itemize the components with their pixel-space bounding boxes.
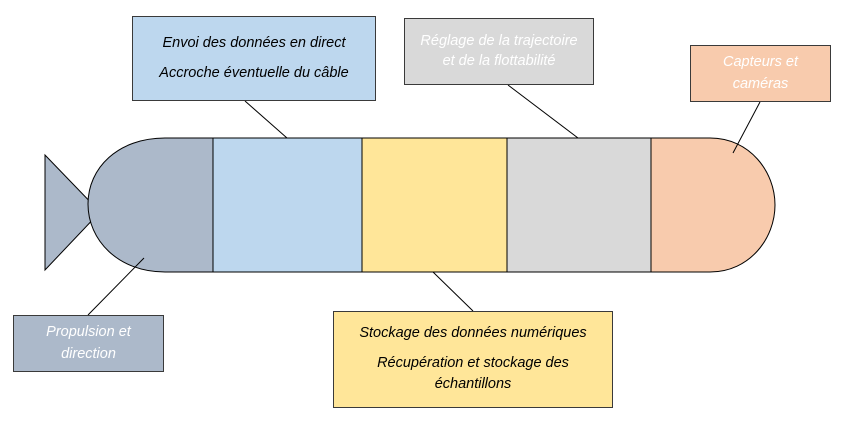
label-communication-line2: Accroche éventuelle du câble — [159, 64, 349, 81]
label-storage: Stockage des données numériques Récupéra… — [333, 311, 613, 408]
label-sensors: Capteurs et caméras — [690, 45, 831, 102]
label-trajectory: Réglage de la trajectoire et de la flott… — [404, 18, 594, 85]
label-communication-line1: Envoi des données en direct — [162, 34, 346, 51]
hull-trajectory-section — [506, 137, 652, 273]
label-storage-line2: Récupération et stockage des — [377, 354, 569, 371]
hull-communication-section — [212, 137, 363, 273]
label-sensors-line1: Capteurs et — [723, 54, 798, 71]
connector-sensors — [732, 101, 761, 154]
label-storage-line1: Stockage des données numériques — [359, 324, 587, 341]
label-sensors-line2: caméras — [732, 75, 789, 92]
connector-propulsion — [87, 257, 145, 316]
hull-storage-section — [361, 137, 508, 273]
label-propulsion-line1: Propulsion et — [46, 324, 131, 341]
hull-rear-section — [87, 137, 214, 273]
hull-nose-section — [650, 137, 776, 273]
label-propulsion: Propulsion et direction — [13, 315, 164, 372]
label-propulsion-line2: direction — [61, 345, 116, 362]
tail-fin — [44, 153, 101, 272]
connector-storage — [432, 271, 474, 312]
label-communication: Envoi des données en direct Accroche éve… — [132, 16, 376, 101]
connector-trajectory — [507, 84, 579, 139]
label-trajectory-line1: Réglage de la trajectoire — [420, 32, 578, 49]
connector-communication — [244, 100, 288, 139]
label-trajectory-line2: et de la flottabilité — [442, 52, 556, 69]
label-storage-line3: échantillons — [434, 376, 512, 393]
